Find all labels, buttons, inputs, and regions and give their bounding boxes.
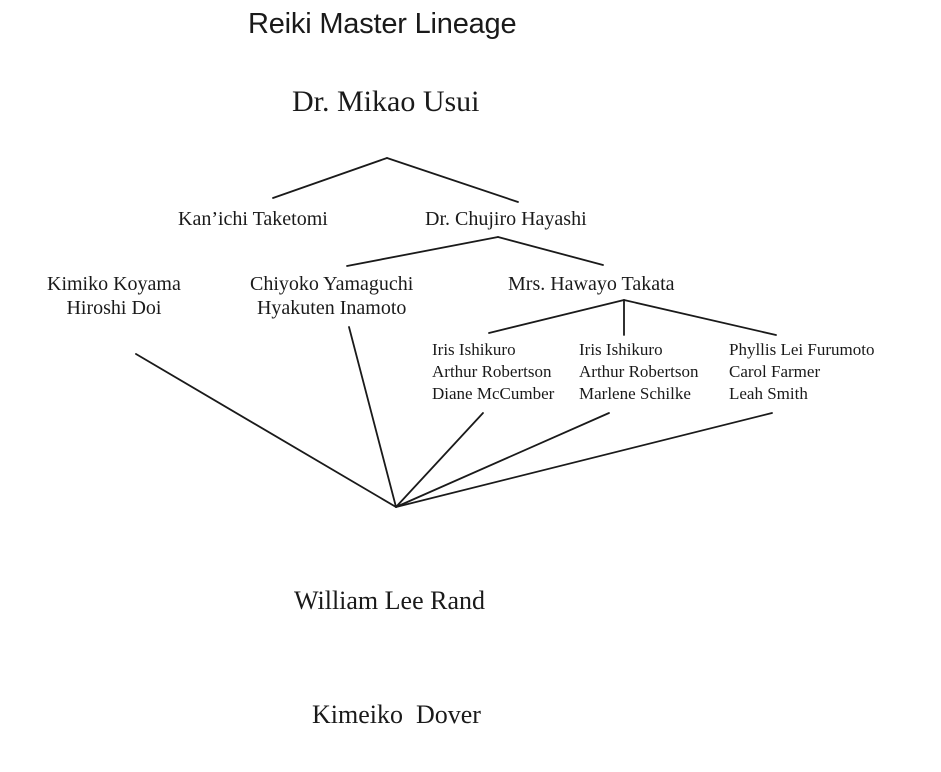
- person-name: Leah Smith: [729, 384, 808, 403]
- lineage-diagram: [135, 157, 777, 508]
- connector-line: [348, 326, 397, 508]
- person-name: Arthur Robertson: [579, 362, 699, 381]
- person-name: Iris Ishikuro: [432, 340, 516, 359]
- person-name: Kimiko Koyama: [47, 273, 181, 295]
- person-name: Diane McCumber: [432, 384, 555, 403]
- person-name: Marlene Schilke: [579, 384, 691, 403]
- node-group-level4-b: Iris Ishikuro Arthur Robertson Marlene S…: [579, 339, 698, 405]
- node-takata: Mrs. Hawayo Takata: [508, 272, 675, 296]
- person-name: Iris Ishikuro: [579, 340, 663, 359]
- connector-line: [497, 236, 604, 266]
- connector-line: [623, 299, 777, 336]
- node-group-koyama-doi: Kimiko Koyama Hiroshi Doi: [47, 272, 181, 320]
- person-name: William Lee Rand: [294, 586, 486, 615]
- connector-lines: [135, 157, 777, 508]
- node-group-level4-c: Phyllis Lei Furumoto Carol Farmer Leah S…: [729, 339, 874, 405]
- person-name: Chiyoko Yamaguchi: [250, 273, 414, 295]
- connector-line: [135, 353, 397, 508]
- connector-line: [395, 412, 773, 508]
- node-group-level4-a: Iris Ishikuro Arthur Robertson Diane McC…: [432, 339, 554, 405]
- person-name: Kimeiko Dover: [312, 700, 481, 729]
- node-hayashi: Dr. Chujiro Hayashi: [425, 208, 587, 230]
- person-name: Hiroshi Doi: [66, 297, 162, 319]
- connector-line: [395, 412, 610, 508]
- connector-line: [346, 236, 499, 267]
- person-name: Carol Farmer: [729, 362, 821, 381]
- connector-line: [272, 157, 388, 199]
- node-root: Dr. Mikao Usui: [292, 85, 480, 118]
- person-name: Arthur Robertson: [432, 362, 552, 381]
- connector-line: [395, 412, 484, 508]
- connector-line: [386, 157, 519, 203]
- node-group-yamaguchi-inamoto: Chiyoko Yamaguchi Hyakuten Inamoto: [250, 272, 413, 320]
- connector-line: [488, 299, 625, 334]
- person-name: Mrs. Hawayo Takata: [508, 273, 675, 295]
- person-name: Phyllis Lei Furumoto: [729, 340, 875, 359]
- person-name: Hyakuten Inamoto: [256, 297, 407, 319]
- node-final: William Lee Rand Kimeiko Dover: [294, 506, 485, 772]
- page-title: Reiki Master Lineage: [248, 8, 517, 40]
- node-taketomi: Kan’ichi Taketomi: [178, 208, 328, 230]
